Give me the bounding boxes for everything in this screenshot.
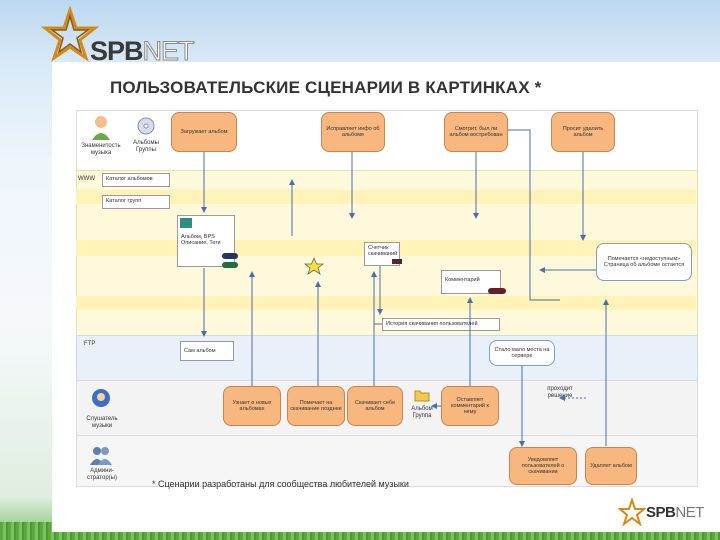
actor-admin: Админи-стратор(ы)	[87, 468, 117, 481]
reply-comment-box: Оставляет комментарий к нему	[441, 386, 499, 426]
footnote: * Сценарии разработаны для сообщества лю…	[152, 479, 409, 489]
mark-later-box: Помечает на скачивание позднее	[287, 386, 345, 426]
unavailable-box: Помечается «недоступным» Страница об аль…	[596, 243, 692, 281]
spbnet-wordmark: SPBNET	[90, 36, 195, 67]
delete-album-box: Удаляет альбом	[585, 447, 637, 485]
collector-avatar-icon	[90, 114, 112, 140]
album-group-small-label: Альбом Группа	[411, 406, 433, 419]
brand-light: NET	[142, 36, 195, 67]
actor-collector: Знаменитость музыка	[81, 143, 121, 156]
upload-album-box: Загружает альбом	[171, 112, 237, 152]
counter-toggle	[392, 259, 402, 264]
catalog-albums-tab: Каталог альбомов	[102, 173, 170, 187]
download-box: Скачивает себе альбом	[347, 386, 403, 426]
brand-bold-small: SPB	[646, 504, 676, 521]
brand-light-small: NET	[675, 504, 704, 521]
actor-consumer: Слушатель музыки	[86, 416, 118, 429]
connector-view-right	[508, 129, 560, 301]
lane-ftp	[76, 335, 698, 382]
spbnet-logo-small: SPBNET	[617, 496, 718, 527]
star-marker-icon	[303, 256, 325, 275]
disk-space-box: Стало мало места на сервере	[489, 340, 555, 366]
view-demand-box: Смотрит, был ли альбом востребован	[444, 112, 508, 152]
comment-tab: Комментарий	[441, 270, 501, 294]
admin-avatar-icon	[90, 445, 112, 465]
lane-label-ftp: FTP	[84, 341, 96, 347]
spbnet-wordmark-small: SPBNET	[646, 504, 704, 521]
ftp-album-box: Сам альбом	[180, 341, 234, 361]
consumer-avatar-icon	[90, 388, 112, 414]
album-card-toggle-1	[222, 253, 238, 259]
spbnet-logo	[40, 5, 230, 66]
album-card-toggle-2	[222, 262, 238, 268]
actor-albums-groups: Альбомы Группы	[133, 140, 159, 153]
catalog-groups-tab: Каталог групп	[102, 195, 170, 209]
album-card-icon	[180, 218, 192, 228]
learn-new-box: Узнает о новых альбомах	[223, 386, 281, 426]
star-logo-small-icon	[617, 496, 647, 527]
comment-toggle	[488, 288, 506, 294]
request-delete-box: Просит удалить альбом	[551, 112, 615, 152]
lane-label-www: WWW	[78, 176, 95, 182]
star-logo-icon	[40, 5, 100, 62]
notify-users-box: Уведомляет пользователей о скачивании	[509, 447, 577, 485]
edit-info-box: Исправляет инфо об альбоме	[321, 112, 385, 152]
brand-bold: SPB	[90, 36, 144, 66]
page-title: ПОЛЬЗОВАТЕЛЬСКИЕ СЦЕНАРИИ В КАРТИНКАХ *	[110, 78, 542, 97]
folder-icon	[414, 388, 430, 402]
cd-icon	[137, 117, 155, 135]
lane-www-stripe1	[76, 190, 696, 204]
